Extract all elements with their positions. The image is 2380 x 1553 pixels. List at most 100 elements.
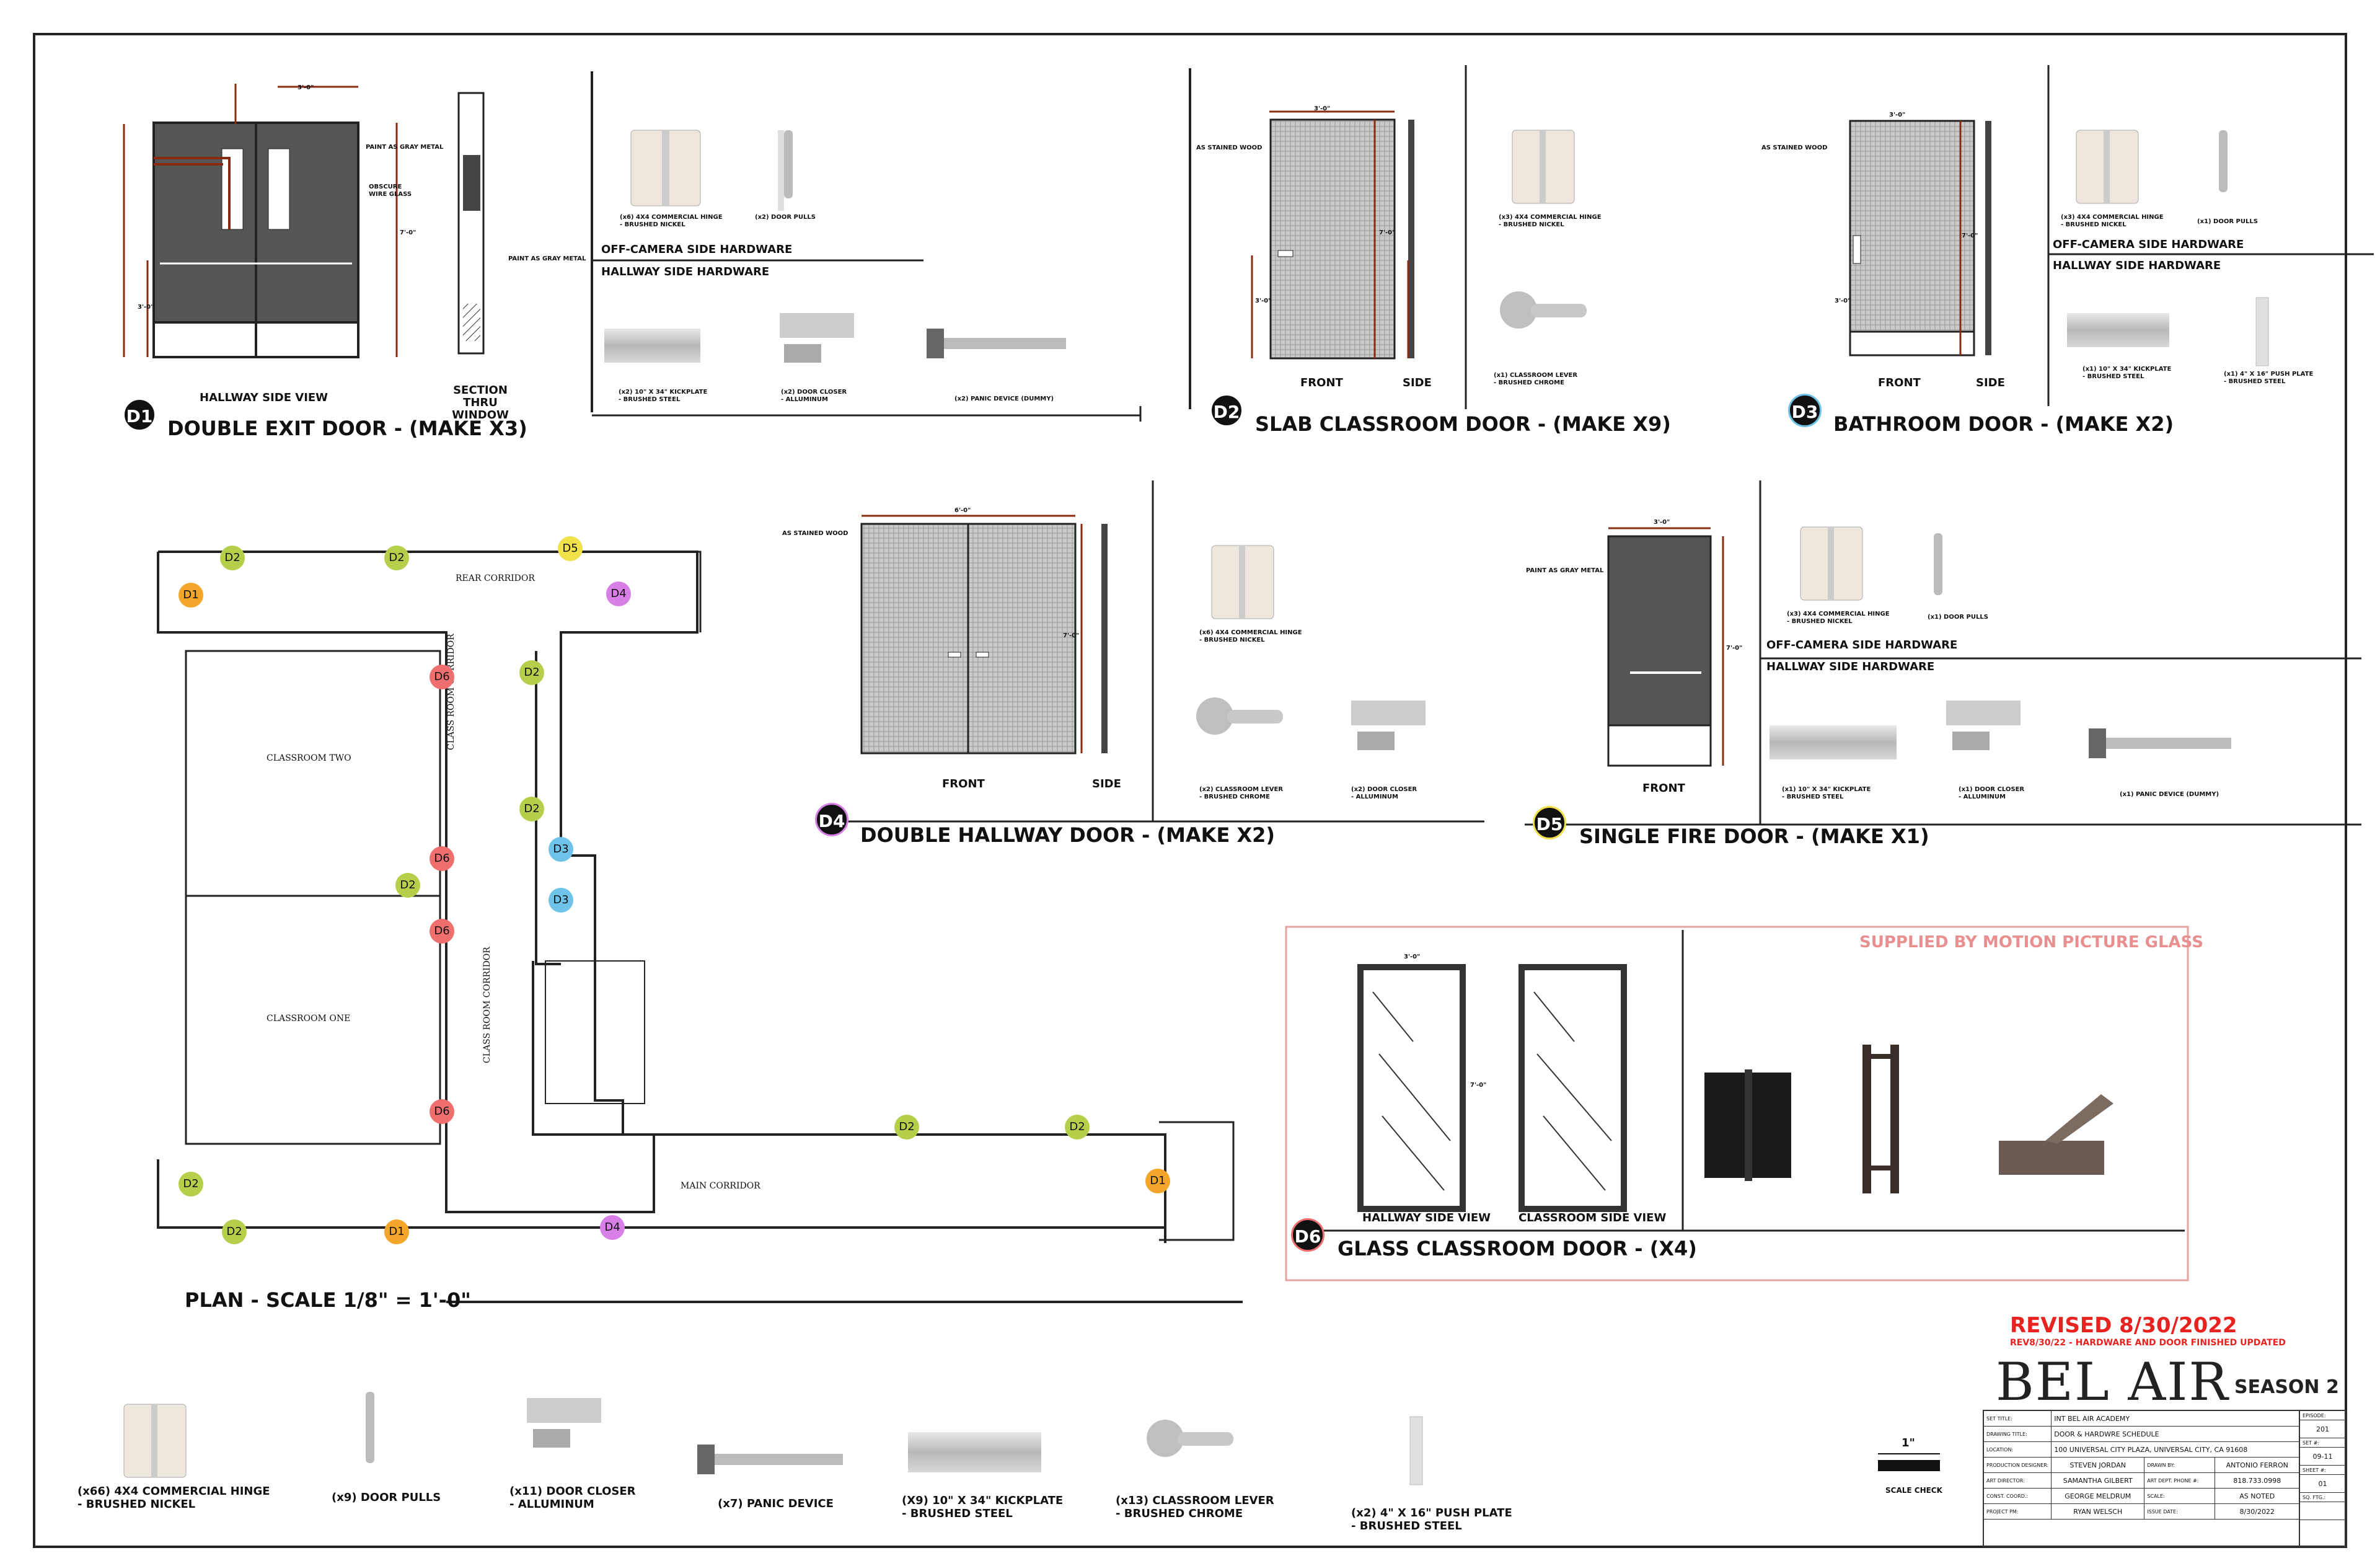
plan-marker-d2: D2 [178, 1172, 203, 1197]
tb-sq-label: SQ. FTG.: [2299, 1492, 2346, 1502]
d1-view-label: HALLWAY SIDE VIEW [200, 391, 328, 404]
tb-set-title: INT BEL AIR ACADEMY [2051, 1410, 2299, 1427]
tb-set-no: 09-11 [2299, 1447, 2346, 1466]
tb-ad: SAMANTHA GILBERT [2051, 1472, 2145, 1489]
door-pull-icon [778, 130, 793, 211]
tb-episode: 201 [2299, 1420, 2346, 1438]
door-closer-icon [780, 313, 854, 363]
tb-drawn-label: DRAWN BY: [2144, 1457, 2216, 1473]
tb-drawing: DOOR & HARDWRE SCHEDULE [2051, 1426, 2299, 1442]
tb-dept-label: ART DEPT. PHONE #: [2144, 1472, 2216, 1489]
ladder-pull-icon [1862, 1045, 1899, 1193]
hinge-icon [123, 1404, 187, 1478]
d3-dim-width: 3'-0" [1889, 112, 1906, 118]
tb-dept: 818.733.0998 [2215, 1472, 2299, 1489]
kickplate-icon [2067, 313, 2169, 347]
plan-marker-d2: D2 [384, 546, 409, 570]
d6-badge: D6 [1291, 1218, 1324, 1252]
tb-set-title-label: SET TITLE: [1983, 1410, 2052, 1427]
plan-marker-d4: D4 [600, 1215, 625, 1240]
plan-marker-d2: D2 [519, 797, 544, 821]
tb-scale: AS NOTED [2215, 1488, 2299, 1504]
d5-title: SINGLE FIRE DOOR - (MAKE X1) [1579, 825, 1929, 848]
tb-set-no-label: SET #: [2299, 1438, 2346, 1448]
d1-hw-kick: (x2) 10" X 34" KICKPLATE - BRUSHED STEEL [619, 389, 708, 403]
d6-dim-width: 3'-0" [1404, 953, 1421, 960]
d3-hw-push: (x1) 4" X 16" PUSH PLATE - BRUSHED STEEL [2224, 371, 2314, 385]
season-label: SEASON 2 [2234, 1376, 2339, 1398]
tb-pm-label: PROJECT PM: [1983, 1503, 2052, 1520]
d3-hw-hinge: (x3) 4X4 COMMERCIAL HINGE - BRUSHED NICK… [2061, 214, 2164, 228]
plan-room-class1: CLASS ROOM CORRIDOR [446, 634, 456, 750]
d2-dim-lower: 3'-0" [1255, 298, 1272, 304]
classroom-lever-icon [1500, 291, 1587, 329]
tb-episode-label: EPISODE: [2299, 1410, 2346, 1420]
d4-hw-lever: (x2) CLASSROOM LEVER - BRUSHED CHROME [1199, 786, 1284, 800]
d1-section-label: SECTION THRU WINDOW [452, 384, 509, 422]
total-lever: (x13) CLASSROOM LEVER - BRUSHED CHROME [1116, 1494, 1274, 1520]
tb-pd: STEVEN JORDAN [2051, 1457, 2145, 1473]
d1-note-paint: PAINT AS GRAY METAL [366, 144, 444, 151]
plan-marker-d2: D2 [1065, 1115, 1090, 1139]
tb-issue-label: ISSUE DATE: [2144, 1503, 2216, 1520]
d1-hw-hall-header: HALLWAY SIDE HARDWARE [601, 265, 770, 278]
d5-hw-closer: (x1) DOOR CLOSER - ALLUMINUM [1959, 786, 2025, 800]
plan-marker-d2: D2 [519, 660, 544, 685]
total-hinge: (x66) 4X4 COMMERCIAL HINGE - BRUSHED NIC… [77, 1485, 270, 1511]
d5-dim-width: 3'-0" [1654, 519, 1670, 526]
d4-hw-hinge: (x6) 4X4 COMMERCIAL HINGE - BRUSHED NICK… [1199, 629, 1302, 644]
plan-marker-d6: D6 [430, 919, 454, 944]
plan-room-class2: CLASS ROOM CORRIDOR [482, 947, 492, 1063]
d5-front: FRONT [1642, 782, 1685, 795]
d1-hw-off-header: OFF-CAMERA SIDE HARDWARE [601, 243, 793, 256]
tb-drawing-label: DRAWING TITLE: [1983, 1426, 2052, 1442]
push-plate-icon [1409, 1416, 1423, 1485]
door-closer-icon [527, 1398, 601, 1448]
kickplate-icon [604, 329, 700, 363]
total-closer: (x11) DOOR CLOSER - ALLUMINUM [509, 1485, 636, 1511]
d5-hw-off-header: OFF-CAMERA SIDE HARDWARE [1766, 639, 1958, 652]
plan-marker-d6: D6 [430, 665, 454, 689]
d1-elevation [123, 84, 485, 358]
total-push: (x2) 4" X 16" PUSH PLATE - BRUSHED STEEL [1351, 1507, 1512, 1533]
d1-hw-panic: (x2) PANIC DEVICE (DUMMY) [954, 396, 1054, 402]
door-pull-icon [1934, 533, 1942, 595]
plan-marker-d1: D1 [384, 1219, 409, 1244]
d5-hw-hinge: (x3) 4X4 COMMERCIAL HINGE - BRUSHED NICK… [1787, 611, 1890, 625]
title-block-side: EPISODE: 201 SET #: 09-11 SHEET #: 01 SQ… [2299, 1410, 2346, 1520]
revision-note: REV8/30/22 - HARDWARE AND DOOR FINISHED … [2010, 1338, 2286, 1348]
hinge-icon [1211, 545, 1274, 619]
hinge-icon [1512, 130, 1575, 204]
d2-badge: D2 [1210, 394, 1243, 427]
d2-hw-lever: (x1) CLASSROOM LEVER - BRUSHED CHROME [1494, 372, 1578, 386]
d2-side: SIDE [1403, 376, 1432, 389]
plan-room-one: CLASSROOM ONE [267, 1014, 351, 1024]
plan-marker-d3: D3 [549, 888, 573, 913]
d6-class-view: CLASSROOM SIDE VIEW [1518, 1211, 1667, 1224]
tb-cc-label: CONST. COORD.: [1983, 1488, 2052, 1504]
plan-marker-d2: D2 [220, 546, 245, 570]
tb-issue: 8/30/2022 [2215, 1503, 2299, 1520]
d4-hw-closer: (x2) DOOR CLOSER - ALLUMINUM [1351, 786, 1417, 800]
plan-title: PLAN - SCALE 1/8" = 1'-0" [185, 1288, 471, 1312]
d3-title: BATHROOM DOOR - (MAKE X2) [1833, 412, 2174, 436]
tb-cc: GEORGE MELDRUM [2051, 1488, 2145, 1504]
panic-device-icon [697, 1445, 843, 1474]
kickplate-icon [908, 1432, 1041, 1472]
kickplate-icon [1770, 725, 1897, 759]
d2-title: SLAB CLASSROOM DOOR - (MAKE X9) [1255, 412, 1671, 436]
push-plate-icon [2255, 297, 2269, 366]
plan-room-main: MAIN CORRIDOR [681, 1181, 760, 1191]
d1-dim-width: 3'-0" [298, 84, 314, 91]
tb-location-label: LOCATION: [1983, 1441, 2052, 1458]
d5-hw-kick: (x1) 10" X 34" KICKPLATE - BRUSHED STEEL [1782, 786, 1871, 800]
scale-check: SCALE CHECK [1885, 1486, 1942, 1495]
plan-marker-d2: D2 [222, 1219, 247, 1244]
panic-device-icon [2089, 728, 2231, 758]
d4-badge: D4 [815, 803, 848, 836]
plan-marker-d6: D6 [430, 1099, 454, 1124]
d5-dim-height: 7'-0" [1726, 645, 1743, 652]
hinge-icon [2076, 130, 2139, 204]
